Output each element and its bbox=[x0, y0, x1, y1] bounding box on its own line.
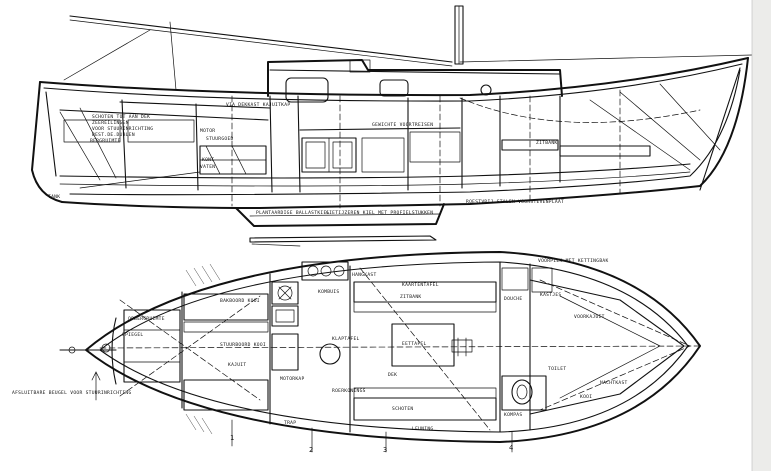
keel-section bbox=[249, 235, 437, 243]
plan-bulkheads bbox=[181, 261, 531, 433]
plan-label: KLAPTAFEL bbox=[332, 336, 360, 342]
profile-label: GEWICHTE VOORTREISEN bbox=[372, 122, 433, 128]
plan-label: ROERKONINGS bbox=[332, 388, 366, 394]
plan-label: KASTJES bbox=[540, 292, 561, 298]
quarter-berth-port bbox=[183, 379, 269, 411]
plan-label: OPBERGRUIMTE bbox=[128, 316, 165, 322]
hull-bottom bbox=[61, 57, 749, 209]
plan-label: MOTORKAP bbox=[280, 376, 305, 382]
frame-number: 3 bbox=[383, 446, 388, 454]
plan-label: SCHOTEN bbox=[392, 406, 413, 412]
plan-label: TRAP bbox=[284, 420, 296, 426]
frame-number: 2 bbox=[309, 446, 314, 454]
side-note-text: AFSLUITBARE BEUGEL VOOR STUURINRICHTING bbox=[12, 390, 132, 396]
profile-label: GIETIJZEREN KIEL MET PROFIELSTUKKEN bbox=[326, 210, 433, 216]
plan-label: HANGKAST bbox=[352, 272, 377, 278]
plan-label: LEUNING bbox=[412, 426, 433, 432]
plan-label: KAARTENTAFEL bbox=[402, 282, 439, 288]
profile-view: SCHOTEN TOT AAN DEK ZEEREILINGEN VOOR ST… bbox=[31, 5, 753, 247]
plan-label: KAJUIT bbox=[228, 362, 246, 368]
frame-number: 1 bbox=[230, 434, 235, 442]
plan-label: KOMPAS bbox=[504, 412, 522, 418]
cabin-window-1 bbox=[285, 77, 329, 103]
profile-frames bbox=[231, 89, 621, 209]
plan-label: EETTAFEL bbox=[402, 341, 427, 347]
plan-view: 1 2 3 4 VOORPIEK MET KETTINGBAK KOMBUIS … bbox=[12, 251, 701, 454]
plan-annotations: VOORPIEK MET KETTINGBAK KOMBUIS HANGKAST… bbox=[122, 258, 628, 432]
plan-label: NACHTKAST bbox=[600, 380, 628, 386]
profile-label: KONT bbox=[202, 157, 214, 163]
profile-label: BERGRUIMTE bbox=[90, 138, 121, 144]
plan-label: SPIEGEL bbox=[122, 332, 143, 338]
profile-label: ROESTVRIJ STALEN VOORSTEVENPLAAT bbox=[466, 199, 564, 205]
profile-label: MOTOR bbox=[200, 128, 215, 134]
plan-label: STUURBOORD KOOI bbox=[220, 342, 266, 348]
toilet bbox=[511, 379, 533, 405]
profile-label: STUURGOED bbox=[206, 136, 234, 142]
cabin-window-2 bbox=[379, 79, 409, 97]
frame-stations: 1 2 3 4 bbox=[230, 419, 514, 454]
plan-label: ZITBANK bbox=[400, 294, 421, 300]
profile-label: VIA DEKKAST KAJUITKAP bbox=[226, 102, 290, 108]
profile-label: SCHOTEN TOT AAN DEK bbox=[92, 114, 150, 120]
transom bbox=[31, 81, 63, 203]
profile-label: ZITBANK bbox=[536, 140, 557, 146]
plan-label: DEK bbox=[388, 372, 397, 378]
plan-label: KOMBUIS bbox=[318, 289, 339, 295]
galley-counter bbox=[301, 261, 349, 281]
scan-edge bbox=[752, 0, 771, 471]
profile-label: PLANTAARDIGE BALLASTKIEL bbox=[256, 210, 330, 216]
mast-step bbox=[319, 343, 341, 365]
plan-label: BAKBOORD KOOI bbox=[220, 298, 260, 304]
profile-label: BEST.DE.DUBLEN bbox=[92, 132, 135, 138]
centre-line bbox=[99, 345, 701, 349]
forward-berth bbox=[559, 145, 651, 157]
v-berth bbox=[529, 279, 685, 415]
saloon-table bbox=[391, 323, 455, 367]
profile-label: VATEN bbox=[200, 164, 215, 170]
plan-label: DOUCHE bbox=[504, 296, 522, 302]
hatched-lockers bbox=[185, 263, 221, 435]
sink bbox=[271, 305, 299, 327]
stove bbox=[271, 281, 299, 305]
frame-number: 4 bbox=[509, 444, 514, 452]
profile-label: TANK bbox=[48, 194, 60, 200]
plan-label: KOOI bbox=[580, 394, 592, 400]
boom bbox=[69, 15, 453, 63]
plan-label: VOORKAJUIT bbox=[574, 314, 605, 320]
porthole bbox=[480, 84, 492, 96]
cockpit-well bbox=[123, 309, 181, 383]
side-note: AFSLUITBARE BEUGEL VOOR STUURINRICHTING bbox=[12, 371, 132, 401]
plan-label: VOORPIEK MET KETTINGBAK bbox=[538, 258, 609, 264]
plan-label: TOILET bbox=[548, 366, 566, 372]
profile-annotations: SCHOTEN TOT AAN DEK ZEEREILINGEN VOOR ST… bbox=[48, 102, 564, 216]
sheer-line bbox=[39, 57, 749, 97]
profile-label: ZEEREILINGEN bbox=[92, 120, 129, 126]
profile-label: VOOR STUURINRICHTING bbox=[92, 126, 153, 132]
heads-compartment bbox=[501, 375, 547, 411]
